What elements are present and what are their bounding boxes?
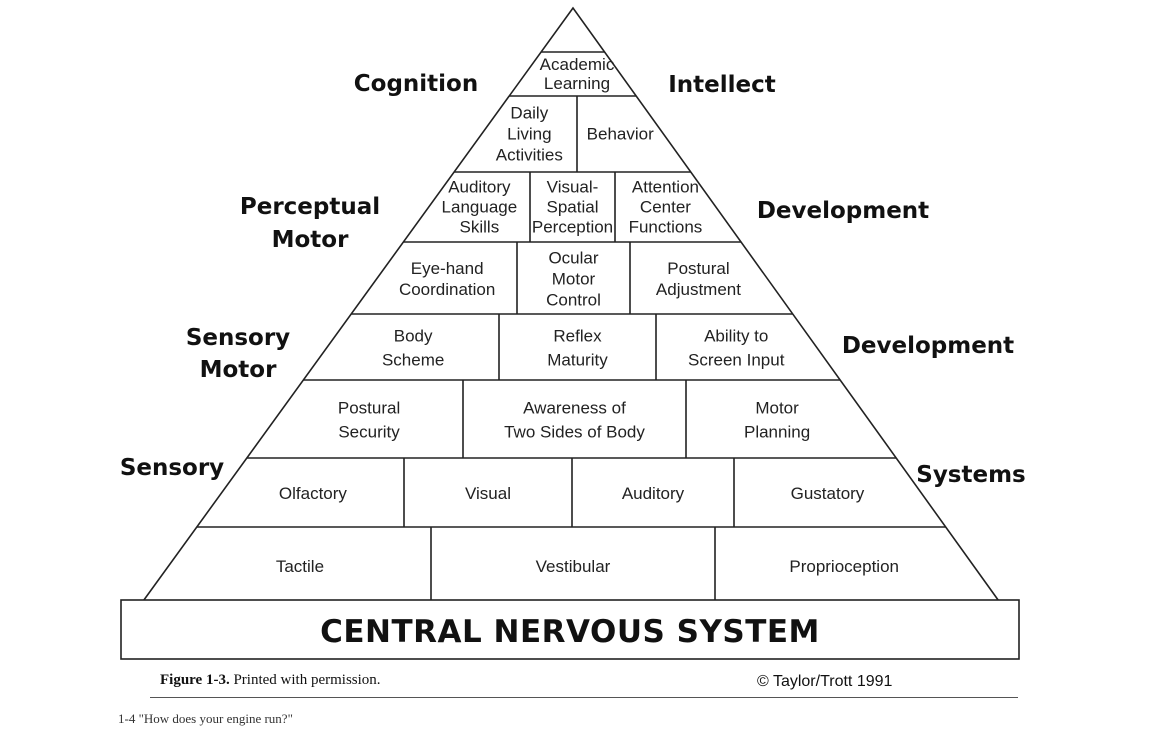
pyramid-cell-label: Awareness of Two Sides of Body bbox=[504, 398, 645, 441]
pyramid-cell-line: Awareness of bbox=[523, 398, 626, 417]
pyramid-cell-line: Olfactory bbox=[279, 484, 348, 503]
label-intellect: Intellect bbox=[668, 72, 776, 98]
pyramid-cell-line: Perception bbox=[532, 217, 613, 236]
pyramid-cell-line: Coordination bbox=[399, 280, 495, 299]
central-nervous-system-base bbox=[120, 599, 1020, 660]
pyramid-cell-line: Language bbox=[442, 197, 518, 216]
pyramid-cell-line: Vestibular bbox=[536, 557, 611, 576]
figure-caption-text: Printed with permission. bbox=[233, 672, 381, 688]
pyramid-cell-line: Ocular bbox=[548, 248, 598, 267]
pyramid-cell-line: Postural bbox=[338, 398, 400, 417]
label-development-lower: Development bbox=[842, 333, 1014, 359]
pyramid-outline bbox=[139, 6, 1003, 605]
pyramid-cell-line: Body bbox=[394, 326, 433, 345]
label-sensory-motor-bottom: Motor bbox=[200, 357, 277, 383]
pyramid-cell-line: Learning bbox=[544, 74, 610, 93]
footer-divider bbox=[150, 697, 1018, 698]
label-perceptual: Perceptual bbox=[240, 194, 380, 220]
pyramid-cell-label: Ability to Screen Input bbox=[688, 326, 785, 369]
label-systems: Systems bbox=[916, 462, 1026, 488]
pyramid-cell-line: Motor bbox=[755, 398, 799, 417]
pyramid-cell-line: Academic bbox=[540, 55, 615, 74]
pyramid-cell-line: Ability to bbox=[704, 326, 768, 345]
pyramid-cell-line: Visual bbox=[465, 484, 511, 503]
label-sensory-motor-top: Sensory bbox=[186, 325, 290, 351]
figure-number: Figure 1-3. bbox=[160, 672, 230, 688]
pyramid-cell-label: Visual bbox=[465, 484, 511, 503]
pyramid-cell-line: Proprioception bbox=[789, 557, 899, 576]
pyramid-cell-label: Olfactory bbox=[279, 484, 348, 503]
pyramid-cell-line: Adjustment bbox=[656, 280, 741, 299]
pyramid-cell-line: Tactile bbox=[276, 557, 324, 576]
pyramid-cell-line: Activities bbox=[496, 145, 563, 164]
pyramid-cell-label: Gustatory bbox=[791, 484, 865, 503]
pyramid-cell-line: Daily bbox=[510, 103, 548, 122]
pyramid-cell-line: Planning bbox=[744, 422, 810, 441]
pyramid-cell-line: Security bbox=[338, 422, 400, 441]
pyramid-cell-line: Skills bbox=[460, 217, 500, 236]
label-development-upper: Development bbox=[757, 198, 929, 224]
pyramid-cell-label: Behavior bbox=[587, 124, 654, 143]
label-cognition: Cognition bbox=[354, 71, 478, 97]
copyright-notice: © Taylor/Trott 1991 bbox=[757, 673, 893, 690]
pyramid-cell-label: Vestibular bbox=[536, 557, 611, 576]
pyramid-cell-label: Proprioception bbox=[789, 557, 899, 576]
pyramid-cell-line: Auditory bbox=[448, 177, 511, 196]
base-label: CENTRAL NERVOUS SYSTEM bbox=[320, 614, 820, 650]
page-footer: 1-4 "How does your engine run?" bbox=[118, 711, 293, 726]
pyramid-cell-line: Center bbox=[640, 197, 691, 216]
pyramid-cell-line: Visual- bbox=[547, 177, 599, 196]
pyramid-cell-line: Motor bbox=[552, 269, 596, 288]
pyramid-cell-line: Two Sides of Body bbox=[504, 422, 645, 441]
pyramid-cell-line: Eye-hand bbox=[411, 259, 484, 278]
label-perceptual-motor: Motor bbox=[272, 227, 349, 253]
pyramid-cell-line: Living bbox=[507, 124, 551, 143]
pyramid-cell-line: Postural bbox=[667, 259, 729, 278]
pyramid-cell-line: Maturity bbox=[547, 350, 608, 369]
figure-caption: Figure 1-3. Printed with permission. bbox=[160, 672, 381, 689]
pyramid-cell-line: Spatial bbox=[547, 197, 599, 216]
pyramid-cell-line: Scheme bbox=[382, 350, 444, 369]
pyramid-cell-label: Tactile bbox=[276, 557, 324, 576]
pyramid-cell-line: Screen Input bbox=[688, 350, 785, 369]
pyramid-cell-line: Functions bbox=[629, 217, 703, 236]
pyramid-cell-line: Control bbox=[546, 290, 601, 309]
pyramid-cell-line: Reflex bbox=[553, 326, 602, 345]
label-sensory: Sensory bbox=[120, 455, 224, 481]
pyramid-cell-line: Behavior bbox=[587, 124, 654, 143]
pyramid-cell-line: Attention bbox=[632, 177, 699, 196]
pyramid-cell-line: Gustatory bbox=[791, 484, 865, 503]
pyramid-cell-label: Auditory bbox=[622, 484, 685, 503]
pyramid-cell-line: Auditory bbox=[622, 484, 685, 503]
